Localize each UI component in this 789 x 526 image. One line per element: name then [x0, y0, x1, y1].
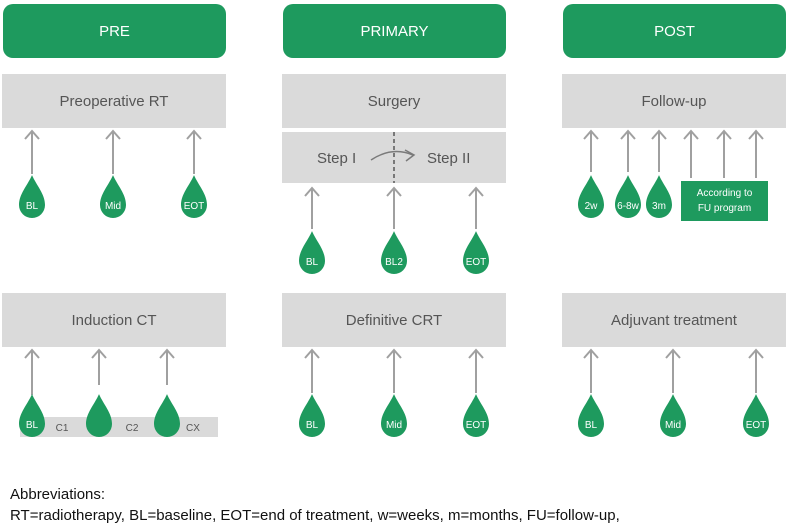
- post-top-fu-arrow-1-head: [683, 129, 699, 140]
- step-2-label: Step II: [427, 150, 471, 167]
- primary-top-drop-2: [381, 231, 407, 274]
- primary-top-drop-1: [299, 231, 325, 274]
- post-bottom-drop-2-label: Mid: [665, 420, 681, 431]
- header-primary-label: PRIMARY: [360, 22, 429, 40]
- post-top-drop-3: [646, 175, 672, 218]
- box-preoperative-rt: Preoperative RT: [2, 74, 226, 128]
- box-preoperative-rt-label: Preoperative RT: [59, 92, 169, 110]
- primary-bottom-drop-1-label: BL: [306, 420, 319, 431]
- header-post-label: POST: [654, 22, 695, 40]
- header-post: POST: [563, 4, 786, 58]
- primary-top-arrow-1-head: [304, 186, 320, 197]
- pre-bottom-arrow-2-head: [91, 348, 107, 359]
- post-top-drop-2-label: 6-8w: [617, 201, 639, 212]
- box-induction-ct-label: Induction CT: [71, 311, 157, 329]
- primary-bottom-drop-2: [381, 394, 407, 437]
- legend-text: RT=radiotherapy, BL=baseline, EOT=end of…: [10, 507, 620, 524]
- primary-top-drop-3: [463, 231, 489, 274]
- pre-bottom-drop-2: [86, 394, 112, 437]
- post-top-arrow-3-head: [651, 129, 667, 140]
- pre-top-drop-2-label: Mid: [105, 201, 121, 212]
- post-top-drop-2: [615, 175, 641, 218]
- box-surgery-label: Surgery: [367, 92, 421, 110]
- fu-program-box: According to FU program: [681, 181, 768, 221]
- fu-program-line1: According to: [696, 188, 753, 199]
- step-curve-arrow: [370, 150, 414, 161]
- box-adjuvant-treatment: Adjuvant treatment: [562, 293, 786, 347]
- header-primary: PRIMARY: [283, 4, 506, 58]
- post-top-arrow-2-head: [620, 129, 636, 140]
- box-adjuvant-treatment-label: Adjuvant treatment: [611, 311, 737, 329]
- box-follow-up: Follow-up: [562, 74, 786, 128]
- post-top-drop-1-label: 2w: [585, 201, 599, 212]
- box-follow-up-label: Follow-up: [641, 92, 707, 110]
- post-top-fu-arrow-3-head: [748, 129, 764, 140]
- fu-program-line2: FU program: [697, 203, 752, 214]
- pre-top-drop-1: [19, 175, 45, 218]
- post-bottom-drop-3-label: EOT: [746, 420, 767, 431]
- header-pre-label: PRE: [99, 22, 130, 40]
- induction-cycle-2: C2: [126, 423, 139, 434]
- pre-bottom-drop-1-label: BL: [26, 420, 39, 431]
- header-pre: PRE: [3, 4, 226, 58]
- post-bottom-drop-3: [743, 394, 769, 437]
- primary-bottom-drop-1: [299, 394, 325, 437]
- pre-top-arrow-2-head: [105, 129, 121, 140]
- box-definitive-crt-label: Definitive CRT: [345, 311, 443, 329]
- post-top-drop-1: [578, 175, 604, 218]
- pre-bottom-drop-1: [19, 394, 45, 437]
- pre-top-arrow-3-head: [186, 129, 202, 140]
- primary-bottom-drop-2-label: Mid: [386, 420, 402, 431]
- primary-bottom-drop-3: [463, 394, 489, 437]
- primary-bottom-arrow-3-head: [468, 348, 484, 359]
- box-surgery: Surgery: [282, 74, 506, 128]
- step-1-label: Step I: [317, 150, 357, 167]
- primary-top-drop-2-label: BL2: [385, 257, 403, 268]
- primary-top-arrow-2-head: [386, 186, 402, 197]
- post-bottom-arrow-1-head: [583, 348, 599, 359]
- legend-title: Abbreviations:: [10, 486, 106, 503]
- induction-cycle-1: C1: [56, 423, 69, 434]
- post-bottom-arrow-2-head: [665, 348, 681, 359]
- pre-bottom-arrow-3-head: [159, 348, 175, 359]
- post-bottom-drop-2: [660, 394, 686, 437]
- primary-top-drop-1-label: BL: [306, 257, 319, 268]
- step-curve-arrowhead: [404, 149, 416, 162]
- post-bottom-drop-1: [578, 394, 604, 437]
- primary-top-arrow-3-head: [468, 186, 484, 197]
- post-top-drop-3-label: 3m: [652, 201, 666, 212]
- post-bottom-arrow-3-head: [748, 348, 764, 359]
- pre-top-drop-2: [100, 175, 126, 218]
- primary-top-drop-3-label: EOT: [466, 257, 487, 268]
- pre-top-drop-3-label: EOT: [184, 201, 205, 212]
- box-definitive-crt: Definitive CRT: [282, 293, 506, 347]
- primary-bottom-arrow-2-head: [386, 348, 402, 359]
- primary-bottom-drop-3-label: EOT: [466, 420, 487, 431]
- induction-cycle-3: CX: [186, 423, 200, 434]
- post-bottom-drop-1-label: BL: [585, 420, 598, 431]
- pre-top-drop-1-label: BL: [26, 201, 39, 212]
- primary-bottom-arrow-1-head: [304, 348, 320, 359]
- post-top-fu-arrow-2-head: [716, 129, 732, 140]
- post-top-arrow-1-head: [583, 129, 599, 140]
- pre-bottom-drop-3: [154, 394, 180, 437]
- pre-bottom-arrow-1-head: [24, 348, 40, 359]
- box-induction-ct: Induction CT: [2, 293, 226, 347]
- pre-top-arrow-1-head: [24, 129, 40, 140]
- pre-top-drop-3: [181, 175, 207, 218]
